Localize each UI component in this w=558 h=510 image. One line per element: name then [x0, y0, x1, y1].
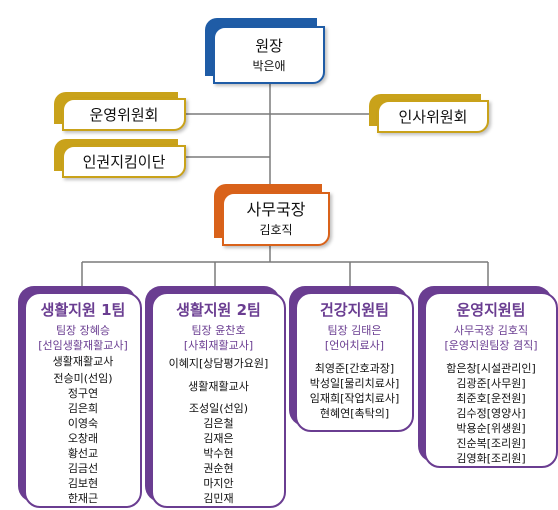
team-health-support: 건강지원팀 팀장 김태은 [언어치료사] 최영준[간호과장] 박성일[물리치료사…: [289, 286, 414, 432]
team-lead: 팀장 김태은: [327, 324, 382, 337]
member: 현혜연[촉탁의]: [319, 407, 390, 420]
team-title: 건강지원팀: [319, 301, 389, 319]
team-living-support-1: 생활지원 1팀 팀장 장혜승 [선임생활재활교사] 생활재활교사 전승미(선임)…: [18, 286, 142, 508]
member: 최영준[간호과장]: [314, 362, 395, 375]
member: 김광준[사무원]: [456, 377, 526, 390]
member: 박수현: [203, 447, 234, 460]
team-lead-role: [운영지원팀장 겸직]: [444, 339, 538, 352]
operation-committee-node: 운영위원회: [54, 92, 186, 132]
team-lead-role: [사회재활교사]: [183, 339, 254, 352]
team-lead: 팀장 장혜승: [55, 324, 111, 337]
member: 정구연: [67, 387, 99, 400]
team-lead-role: [선임생활재활교사]: [38, 339, 128, 352]
director-node: 원장 박은애: [205, 18, 325, 84]
special-member: 이혜지[상담평가요원]: [168, 357, 269, 370]
team-lead: 사무국장 김호직: [453, 324, 529, 337]
team-operation-support: 운영지원팀 사무국장 김호직 [운영지원팀장 겸직] 함은창[시설관리인] 김광…: [418, 286, 558, 468]
team-lead: 팀장 윤찬호: [191, 324, 246, 337]
member: 박용순[위생원]: [456, 422, 526, 435]
member: 박성일[물리치료사]: [309, 377, 400, 390]
member: 전승미(선임): [53, 372, 113, 385]
member: 김재은: [203, 432, 234, 445]
member: 김수정[영양사]: [456, 407, 526, 420]
member: 함은창[시설관리인]: [446, 362, 536, 375]
member: 김은철: [203, 417, 234, 430]
member: 이영숙: [67, 417, 99, 430]
member: 황선교: [67, 447, 99, 460]
secretary-name: 김호직: [259, 223, 293, 237]
member: 임재희[작업치료사]: [309, 392, 400, 405]
team-living-support-2: 생활지원 2팀 팀장 윤찬호 [사회재활교사] 이혜지[상담평가요원] 생활재활…: [145, 286, 286, 508]
member: 마지안: [203, 477, 234, 490]
team-title: 생활지원 2팀: [176, 301, 261, 319]
team-lead-role: [언어치료사]: [324, 339, 385, 352]
member: 최준호[운전원]: [456, 392, 526, 405]
personnel-committee-label: 인사위원회: [398, 107, 468, 126]
personnel-committee-node: 인사위원회: [369, 94, 489, 134]
member: 오창래: [67, 432, 99, 445]
group-label: 생활재활교사: [52, 355, 114, 369]
secretary-title: 사무국장: [246, 200, 306, 219]
director-title: 원장: [255, 37, 283, 55]
operation-committee-label: 운영위원회: [89, 105, 159, 124]
member: 김금선: [67, 462, 99, 475]
director-name: 박은애: [252, 59, 286, 73]
member: 김영화[조리원]: [456, 452, 526, 465]
rights-committee-node: 인권지킴이단: [54, 139, 186, 179]
member: 조성일(선임): [188, 402, 249, 415]
team-title: 생활지원 1팀: [40, 301, 126, 319]
team-title: 운영지원팀: [456, 301, 526, 319]
member: 김민재: [203, 492, 234, 505]
rights-committee-label: 인권지킴이단: [82, 152, 166, 171]
member: 권순현: [203, 462, 234, 475]
group-label: 생활재활교사: [188, 379, 249, 393]
member: 진순복[조리원]: [456, 437, 526, 450]
member: 한재근: [67, 492, 99, 505]
member: 김은희: [67, 402, 99, 415]
member: 김보현: [67, 477, 99, 490]
secretary-node: 사무국장 김호직: [214, 184, 330, 246]
